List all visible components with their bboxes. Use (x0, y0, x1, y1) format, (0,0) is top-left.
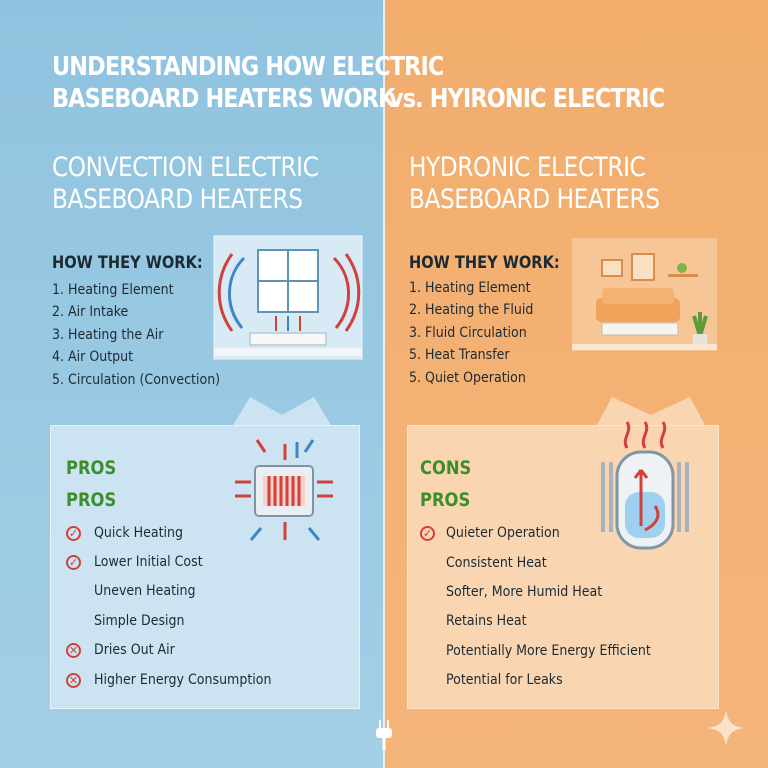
right-item: Retains Heat (446, 613, 527, 629)
left-item: Lower Initial Cost (94, 554, 203, 570)
left-step: 4. Air Output (52, 349, 134, 365)
right-item: Potentially More Energy Efficient (446, 643, 651, 659)
right-heading-line-1: HYDRONIC ELECTRIC (409, 152, 646, 183)
right-item: Potential for Leaks (446, 672, 563, 688)
right-step: 5. Heat Transfer (409, 347, 510, 363)
right-step: 5. Quiet Operation (409, 370, 526, 386)
right-item: Softer, More Humid Heat (446, 584, 603, 600)
left-tag-2: PROS (66, 489, 117, 511)
cross-circle-icon: ✕ (66, 643, 81, 658)
left-heading-line-1: CONVECTION ELECTRIC (52, 152, 319, 183)
sparkle-icon (708, 710, 744, 746)
plug-icon (376, 720, 392, 750)
picture-frame-icon (601, 259, 623, 277)
heater-element-icon (235, 439, 333, 541)
left-step: 3. Heating the Air (52, 327, 164, 343)
convection-illustration (213, 235, 363, 360)
right-tag-2: PROS (420, 489, 471, 511)
left-step: 5. Circulation (Convection) (52, 372, 221, 388)
left-item: Quick Heating (94, 525, 184, 541)
title-line-2: BASEBOARD HEATERS WORK (52, 84, 395, 114)
left-tag-1: PROS (66, 457, 117, 479)
right-heading-line-2: BASEBOARD HEATERS (409, 184, 660, 215)
right-item: Quieter Operation (446, 525, 560, 541)
left-item: Higher Energy Consumption (94, 672, 272, 688)
left-item: Dries Out Air (94, 642, 175, 658)
cross-circle-icon: ✕ (66, 673, 81, 688)
left-step: 2. Air Intake (52, 304, 129, 320)
left-item: Uneven Heating (94, 583, 196, 599)
right-step: 2. Heating the Fluid (409, 302, 534, 318)
center-divider (383, 0, 385, 768)
hydronic-illustration (572, 238, 717, 351)
right-card-notch (596, 397, 706, 427)
left-step: 1. Heating Element (52, 282, 174, 298)
hydronic-fluid-icon (601, 421, 689, 550)
right-how-label: HOW THEY WORK: (409, 253, 560, 273)
check-circle-icon: ✓ (66, 526, 81, 541)
title-line-1: UNDERSTANDING HOW ELECTRIC (52, 52, 444, 82)
left-how-label: HOW THEY WORK: (52, 253, 203, 273)
right-tag-1: CONS (420, 457, 472, 479)
check-circle-icon: ✓ (66, 555, 81, 570)
title-versus: vs. HYIRONIC ELECTRIC (389, 84, 665, 114)
left-item: Simple Design (94, 613, 185, 629)
right-step: 3. Fluid Circulation (409, 325, 527, 341)
check-circle-icon: ✓ (420, 526, 435, 541)
left-card-notch (232, 397, 332, 427)
left-heading-line-2: BASEBOARD HEATERS (52, 184, 303, 215)
right-step: 1. Heating Element (409, 280, 531, 296)
picture-frame-icon (631, 253, 655, 281)
right-item: Consistent Heat (446, 555, 547, 571)
